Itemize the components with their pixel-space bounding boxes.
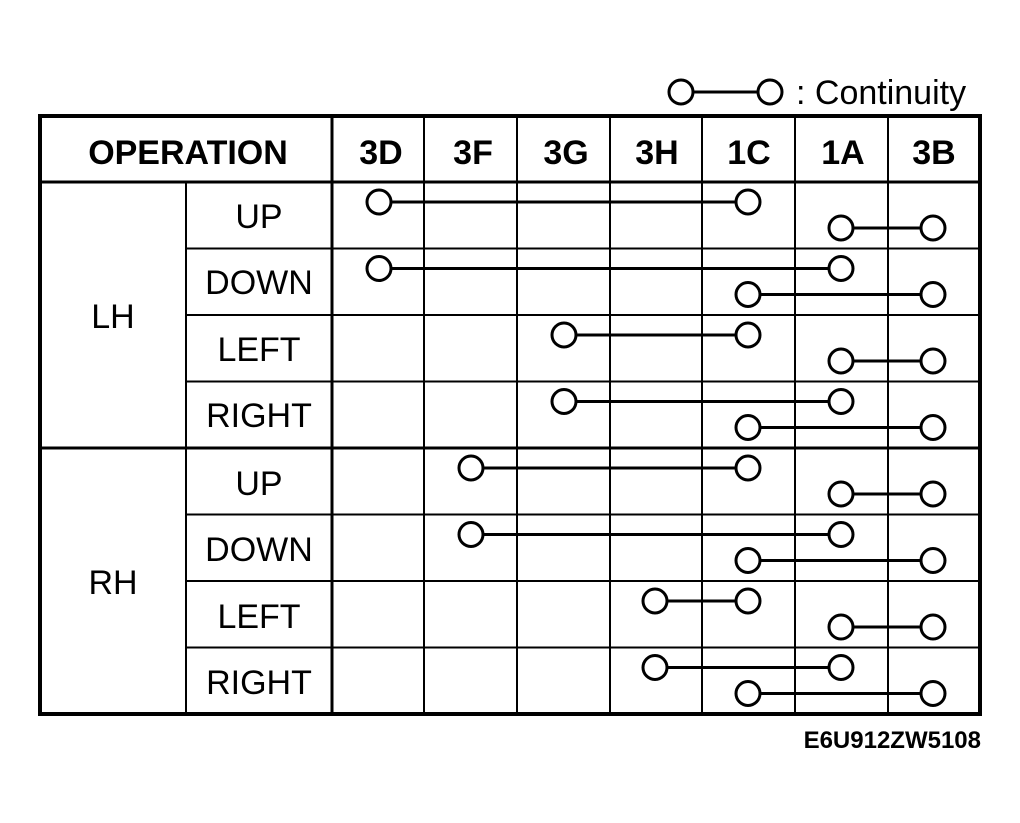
terminal-circle-icon-lh-left-1a-3b-1a bbox=[827, 347, 855, 375]
terminal-circle-icon-lh-down-1c-3b-1c bbox=[734, 281, 762, 308]
terminal-circle-icon-lh-down-3d-1a-1a bbox=[827, 255, 855, 282]
terminal-circle-icon-lh-up-1a-3b-3b bbox=[919, 214, 947, 242]
terminal-circle-icon-rh-up-1a-3b-1a bbox=[827, 480, 855, 508]
terminal-circle-icon-rh-down-3f-1a-3f bbox=[457, 521, 485, 548]
column-header-1c: 1C bbox=[727, 134, 770, 172]
column-header-3g: 3G bbox=[543, 134, 588, 172]
terminal-circle-icon-rh-left-1a-3b-3b bbox=[919, 613, 947, 641]
operation-label-rh-left: LEFT bbox=[217, 598, 300, 636]
terminal-circle-icon-lh-right-1c-3b-1c bbox=[734, 414, 762, 441]
column-header-3h: 3H bbox=[635, 134, 678, 172]
table-header: OPERATION 3D 3F 3G 3H 1C 1A 3B bbox=[88, 134, 956, 172]
terminal-circle-icon-lh-up-3d-1c-3d bbox=[365, 188, 393, 216]
operation-label-rh-down: DOWN bbox=[205, 531, 313, 569]
terminal-circle-icon-rh-down-1c-3b-1c bbox=[734, 547, 762, 574]
operation-label-rh-up: UP bbox=[235, 465, 282, 503]
terminal-circle-icon-rh-left-3h-1c-1c bbox=[734, 587, 762, 615]
column-header-3b: 3B bbox=[912, 134, 955, 172]
terminal-circle-icon-rh-right-1c-3b-1c bbox=[734, 680, 762, 707]
row-dividers bbox=[186, 247, 980, 649]
operation-label-lh-down: DOWN bbox=[205, 264, 313, 302]
legend: : Continuity bbox=[667, 74, 966, 112]
figure-code: E6U912ZW5108 bbox=[804, 727, 981, 754]
legend-end-terminal-icon bbox=[756, 78, 784, 106]
terminal-circle-icon-lh-left-3g-1c-3g bbox=[550, 321, 578, 349]
operation-label-rh-right: RIGHT bbox=[206, 664, 312, 702]
legend-start-terminal-icon bbox=[667, 78, 695, 106]
terminal-circle-icon-lh-down-1c-3b-3b bbox=[919, 281, 947, 308]
continuity-links bbox=[365, 188, 947, 707]
column-header-3f: 3F bbox=[453, 134, 493, 172]
terminal-circle-icon-rh-right-1c-3b-3b bbox=[919, 680, 947, 707]
terminal-circle-icon-lh-right-3g-1a-1a bbox=[827, 388, 855, 415]
column-header-1a: 1A bbox=[821, 134, 864, 172]
column-dividers bbox=[330, 116, 889, 714]
terminal-circle-icon-lh-right-1c-3b-3b bbox=[919, 414, 947, 441]
operation-labels: UP DOWN LEFT RIGHT UP DOWN LEFT RIGHT bbox=[205, 198, 313, 702]
operation-label-lh-left: LEFT bbox=[217, 331, 300, 369]
group-label-lh: LH bbox=[91, 298, 134, 336]
terminal-circle-icon-rh-right-3h-1a-1a bbox=[827, 654, 855, 681]
operation-label-lh-up: UP bbox=[235, 198, 282, 236]
terminal-circle-icon-rh-down-1c-3b-3b bbox=[919, 547, 947, 574]
terminal-circle-icon-rh-up-3f-1c-1c bbox=[734, 454, 762, 482]
terminal-circle-icon-rh-up-1a-3b-3b bbox=[919, 480, 947, 508]
terminal-circle-icon-rh-up-3f-1c-3f bbox=[457, 454, 485, 482]
terminal-circle-icon-rh-right-3h-1a-3h bbox=[641, 654, 669, 681]
terminal-circle-icon-lh-left-3g-1c-1c bbox=[734, 321, 762, 349]
operation-header: OPERATION bbox=[88, 134, 288, 172]
terminal-circle-icon-rh-left-3h-1c-3h bbox=[641, 587, 669, 615]
terminal-circle-icon-lh-right-3g-1a-3g bbox=[550, 388, 578, 415]
operation-label-lh-right: RIGHT bbox=[206, 397, 312, 435]
terminal-circle-icon-lh-left-1a-3b-3b bbox=[919, 347, 947, 375]
terminal-circle-icon-lh-up-3d-1c-1c bbox=[734, 188, 762, 216]
terminal-circle-icon-rh-down-3f-1a-1a bbox=[827, 521, 855, 548]
terminal-circle-icon-rh-left-1a-3b-1a bbox=[827, 613, 855, 641]
terminal-circle-icon-lh-down-3d-1a-3d bbox=[365, 255, 393, 282]
column-header-3d: 3D bbox=[359, 134, 402, 172]
legend-label: : Continuity bbox=[796, 74, 966, 112]
table-grid bbox=[38, 114, 982, 716]
table-border bbox=[38, 114, 982, 716]
group-label-rh: RH bbox=[88, 564, 137, 602]
terminal-circle-icon-lh-up-1a-3b-1a bbox=[827, 214, 855, 242]
